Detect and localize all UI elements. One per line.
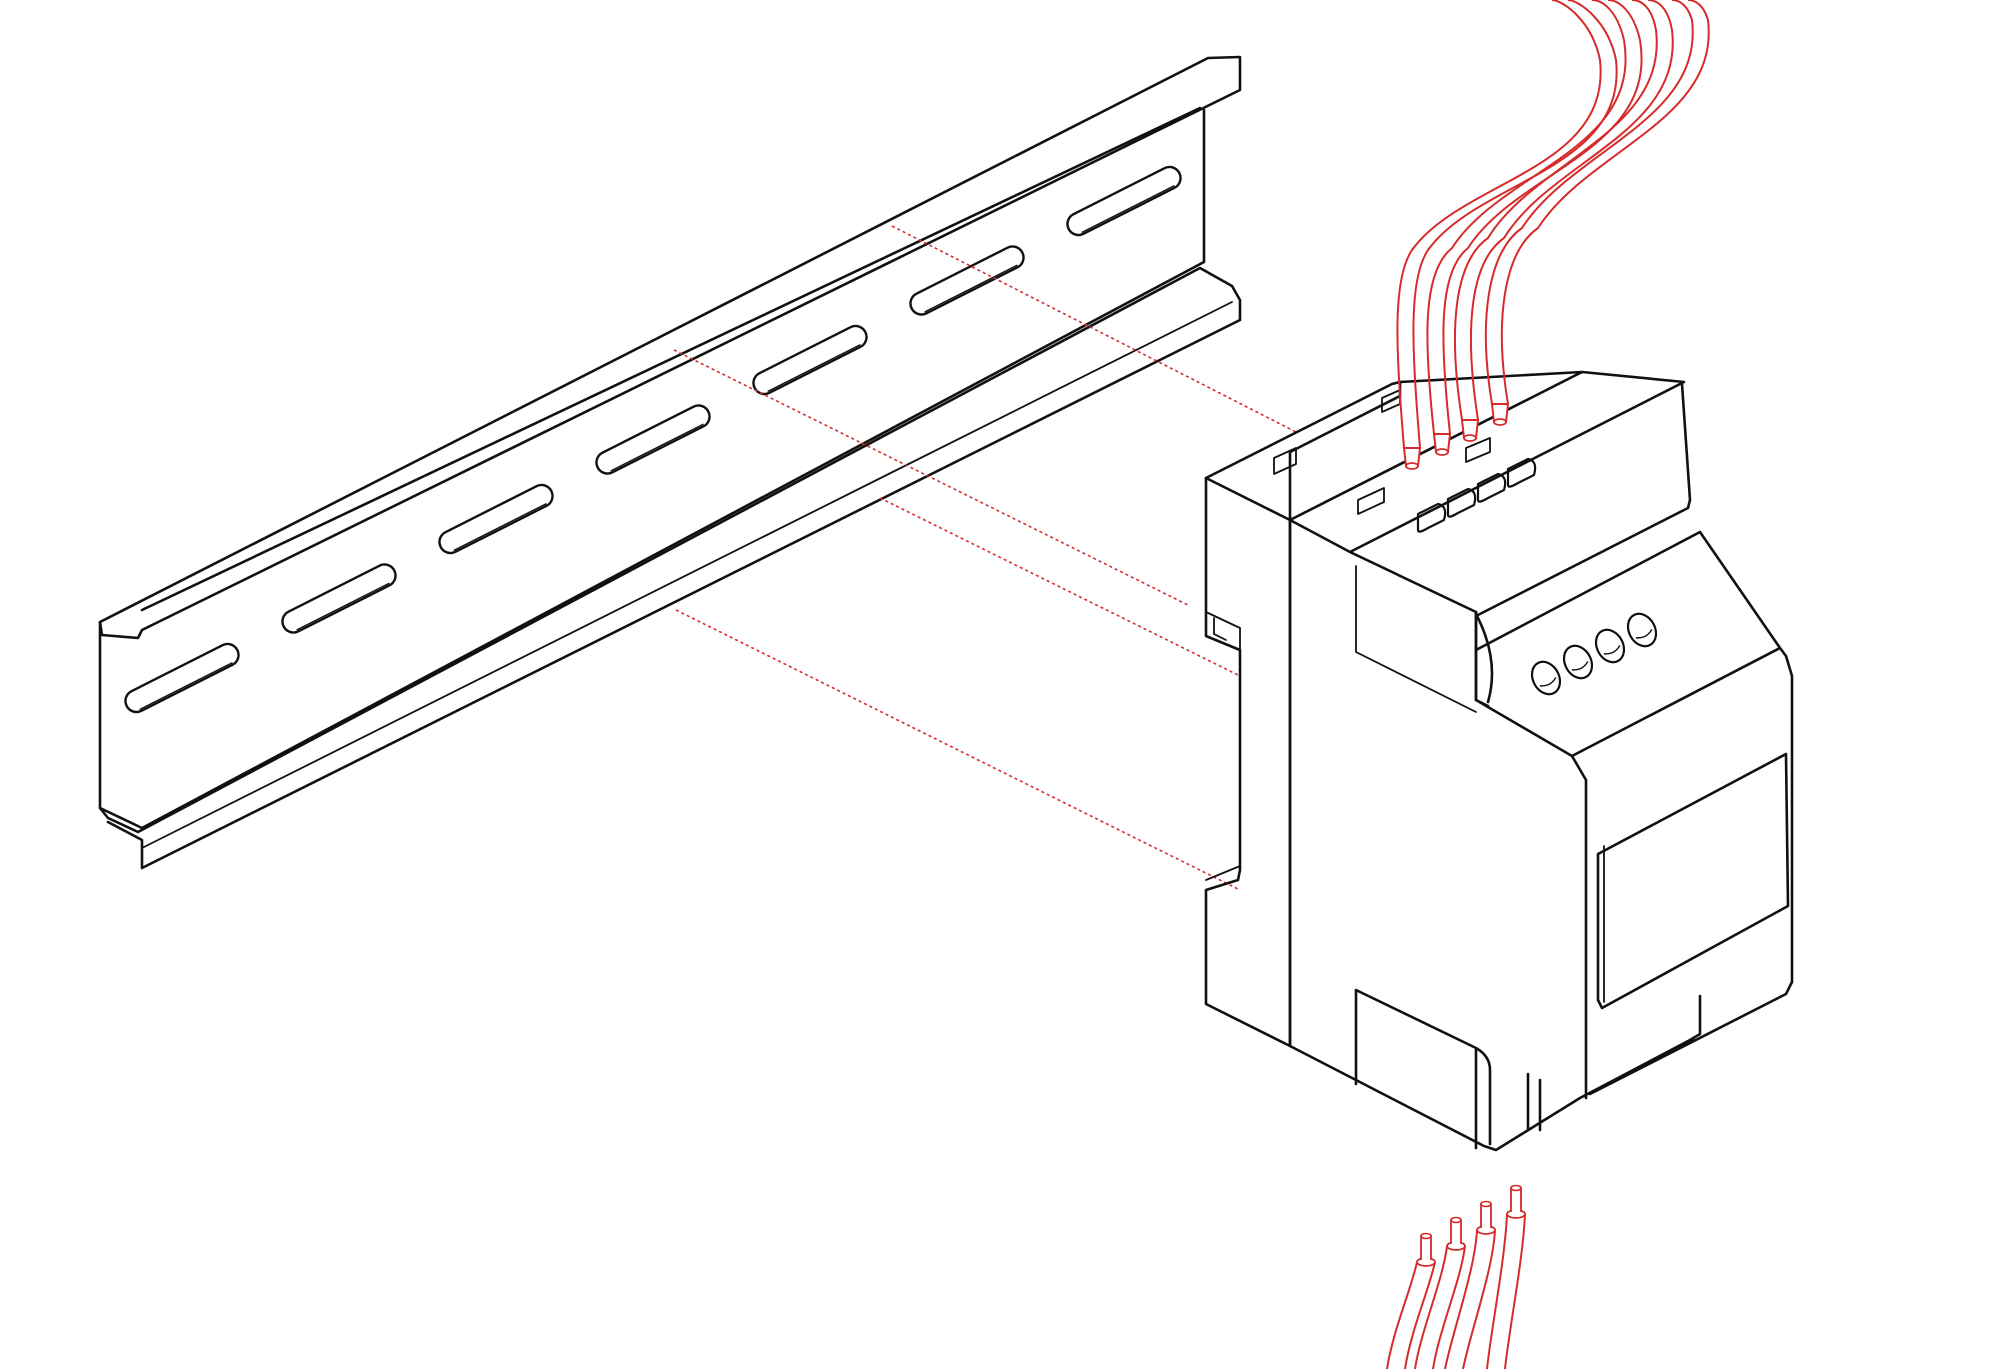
terminal-opening [1506, 457, 1537, 488]
module-display-window [1596, 752, 1790, 1010]
din-clip-notch [1205, 611, 1241, 651]
wire [1414, 1216, 1466, 1369]
wire [1453, 0, 1674, 442]
terminal-screw [1562, 644, 1594, 680]
alignment-guide-line [673, 349, 1191, 607]
din-rail-module [1204, 370, 1794, 1152]
module-terminal-screws-front [1530, 612, 1658, 696]
module-front-face [1474, 648, 1588, 1100]
module-back-body [1204, 380, 1402, 1048]
din-rail [98, 55, 1242, 870]
rail-web-top-edge [140, 106, 1202, 612]
wire [1486, 1184, 1526, 1369]
module-shelf-front-edge [1474, 530, 1702, 652]
wire-ferrule [1420, 1235, 1432, 1260]
terminal-opening [1476, 472, 1507, 503]
module-front-housing [1570, 530, 1794, 1096]
terminal-screw [1530, 660, 1562, 696]
module-housing-side-curve [1474, 610, 1494, 704]
wire-ferrule [1510, 1187, 1522, 1212]
rail-slot [124, 642, 240, 714]
rail-bottom-lip [98, 266, 1242, 870]
module-front-body [1288, 518, 1702, 1152]
rail-web [98, 108, 1206, 830]
wire-ferrule [1450, 1219, 1462, 1244]
module-top-shelf [1288, 370, 1692, 618]
terminal-opening [1416, 502, 1447, 533]
wire [1426, 0, 1643, 456]
wire [1484, 0, 1710, 426]
module-bottom-edge [1579, 1039, 1695, 1099]
bottom-wires [1386, 1184, 1526, 1369]
wire [1386, 1232, 1436, 1369]
terminal-opening [1446, 487, 1477, 518]
rail-slot [1066, 165, 1182, 237]
wire [1444, 1200, 1496, 1369]
rail-slot [752, 324, 868, 396]
rail-slot [281, 563, 397, 634]
wire-ferrule [1480, 1203, 1492, 1228]
din-clip-notch-lower [1205, 865, 1241, 881]
module-terminal-openings-top [1416, 457, 1537, 533]
module-top-slot-2 [1357, 487, 1385, 515]
module-top-slot-4 [1465, 437, 1491, 463]
rail-slot [595, 404, 711, 475]
module-top-slot-1 [1273, 447, 1297, 475]
alignment-guide-line [675, 609, 1241, 891]
rail-slot [438, 483, 554, 555]
rail-top-flange [98, 55, 1242, 640]
terminal-screw [1626, 612, 1658, 648]
rail-slot [909, 245, 1025, 316]
top-wire-bundle [1396, 0, 1710, 470]
module-shelf-divider [1355, 565, 1477, 713]
alignment-guide-line [891, 225, 1297, 433]
wire [1396, 0, 1618, 470]
module-back-top [1204, 370, 1584, 522]
terminal-screw [1594, 628, 1626, 664]
alignment-guides [673, 225, 1297, 891]
rail-slots [124, 165, 1182, 714]
rail-bottom-lip-edge [141, 301, 1233, 849]
module-bottom-foot [1354, 988, 1542, 1150]
alignment-guide-line [879, 497, 1241, 677]
